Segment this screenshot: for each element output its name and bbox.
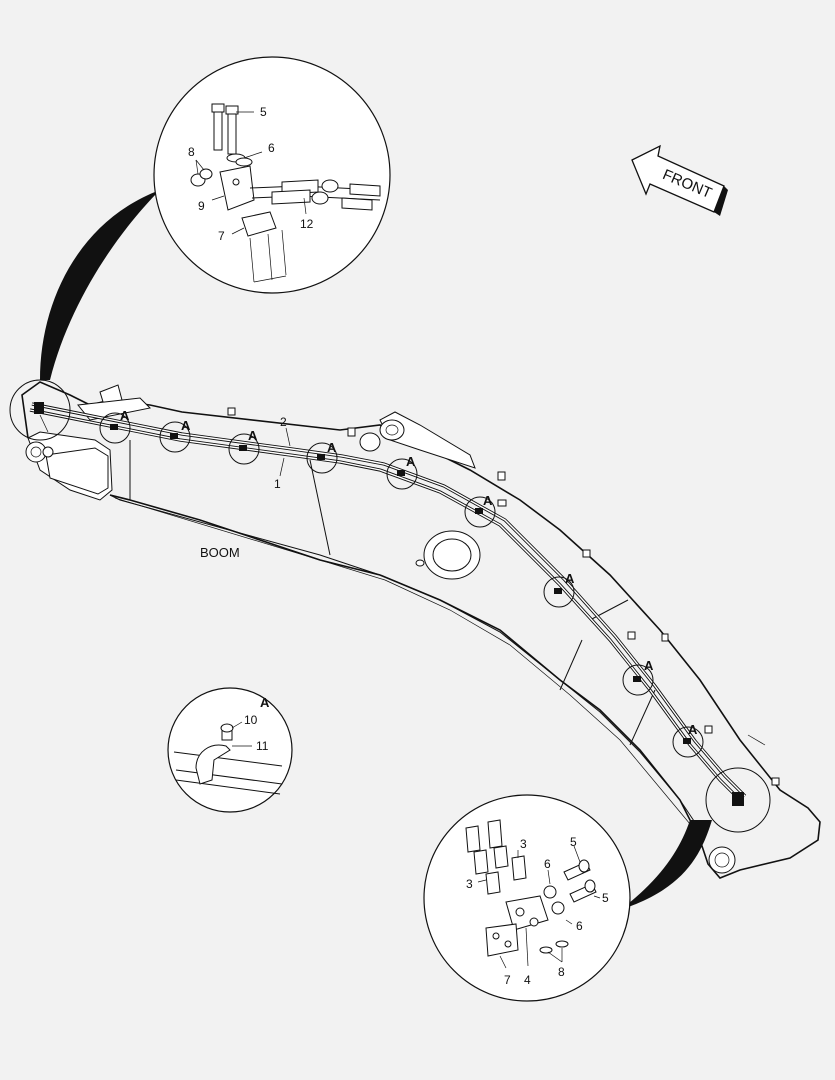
left-end-detail — [9, 190, 160, 441]
clamp-ring — [99, 412, 131, 444]
callout-a: A — [406, 454, 416, 469]
label-nut: 8 — [188, 145, 195, 159]
clamp-ring — [228, 433, 260, 465]
hose-labels: 2 1 — [274, 415, 291, 491]
front-arrow: FRONT — [631, 144, 728, 216]
callout-a: A — [565, 571, 575, 586]
boom-label: BOOM — [200, 545, 240, 560]
label-clamp: 11 — [256, 739, 269, 753]
label-bolt: 5 — [570, 835, 577, 849]
label-adapter: 3 — [520, 837, 527, 851]
label-washer: 6 — [544, 857, 551, 871]
label-washer: 6 — [576, 919, 583, 933]
right-end-detail — [620, 767, 771, 910]
callout-a: A — [688, 722, 698, 737]
hose-1-label: 1 — [274, 477, 281, 491]
callout-a: A — [120, 408, 130, 423]
detail-bottom: 3 3 5 5 6 6 7 4 8 — [423, 794, 631, 1002]
label-block: 7 — [218, 229, 225, 243]
label-plate: 4 — [524, 973, 531, 987]
label-washer: 6 — [268, 141, 275, 155]
label-adapter: 3 — [466, 877, 473, 891]
detail-clamp: A 10 11 — [167, 687, 293, 813]
label-block: 7 — [504, 973, 511, 987]
label-clamp-bolt: 10 — [244, 713, 258, 727]
hose-2-label: 2 — [280, 415, 287, 429]
callout-a: A — [483, 493, 493, 508]
clamp-ring — [464, 496, 496, 528]
label-bolt: 5 — [260, 105, 267, 119]
callout-a: A — [248, 428, 258, 443]
hose-routing — [29, 402, 747, 802]
clamp-ring — [386, 458, 418, 490]
clamp-ring — [622, 664, 654, 696]
label-bolt: 5 — [602, 891, 609, 905]
clamp-heading: A — [260, 695, 270, 710]
detail-top: 5 6 8 9 7 12 — [153, 56, 391, 294]
callout-a: A — [327, 440, 337, 455]
clamp-ring — [306, 442, 338, 474]
label-fitting: 12 — [300, 217, 314, 231]
callout-a: A — [181, 418, 191, 433]
boom-body — [21, 381, 821, 879]
clamp-ring — [672, 726, 704, 758]
label-nut: 8 — [558, 965, 565, 979]
clamp-locations: A A A A A A A A A — [99, 408, 704, 758]
callout-a: A — [644, 658, 654, 673]
clamp-ring — [159, 421, 191, 453]
clamp-ring — [543, 576, 575, 608]
label-bracket: 9 — [198, 199, 205, 213]
